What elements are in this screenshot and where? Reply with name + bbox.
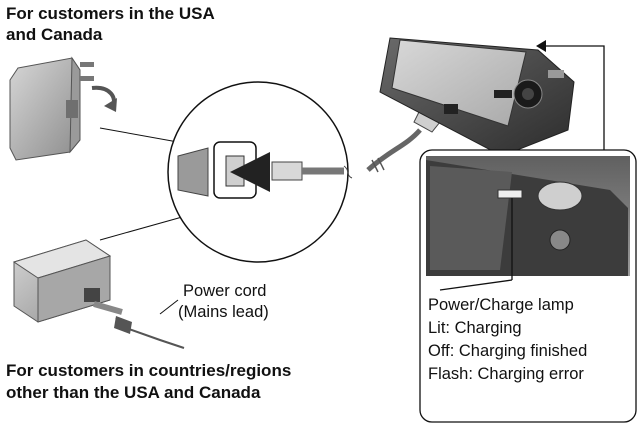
lamp-lit-status: Lit: Charging (428, 319, 522, 337)
other-regions-caption-line1: For customers in countries/regions (6, 361, 292, 380)
usa-canada-caption-line1: For customers in the USA (6, 4, 215, 23)
usa-canada-caption-line2: and Canada (6, 25, 103, 44)
usb-connection-magnifier (167, 81, 353, 263)
lamp-title: Power/Charge lamp (428, 296, 574, 314)
other-regions-caption-line2: other than the USA and Canada (6, 383, 261, 402)
power-cord-label-line2: (Mains lead) (178, 303, 269, 321)
intl-ac-adapter (12, 239, 185, 349)
lamp-flash-status: Flash: Charging error (428, 365, 584, 383)
us-ac-adapter (9, 56, 117, 161)
lamp-detail-frame (419, 149, 637, 423)
lamp-off-status: Off: Charging finished (428, 342, 588, 360)
power-cord-label-line1: Power cord (183, 282, 267, 300)
camera (379, 37, 575, 157)
